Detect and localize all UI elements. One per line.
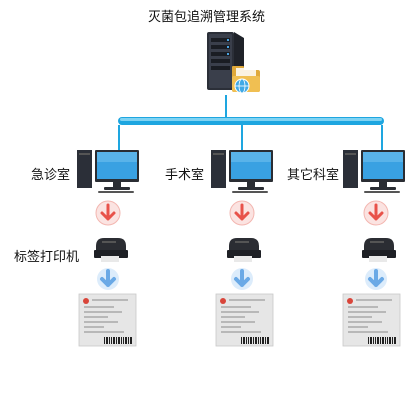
down-arrow-red-icon bbox=[229, 200, 255, 226]
dept-label-surgery: 手术室 bbox=[165, 168, 205, 183]
printed-label-sheet-icon bbox=[78, 293, 137, 347]
diagram-title: 灭菌包追溯管理系统 bbox=[147, 10, 265, 25]
label-printer-icon bbox=[94, 238, 128, 262]
printer-label: 标签打印机 bbox=[14, 250, 80, 265]
down-arrow-blue-icon bbox=[231, 268, 253, 290]
printed-label-sheet-icon bbox=[215, 293, 274, 347]
label-printer-icon bbox=[227, 238, 261, 262]
down-arrow-red-icon bbox=[363, 200, 389, 226]
down-arrow-red-icon bbox=[95, 200, 121, 226]
dept-label-emergency: 急诊室 bbox=[31, 168, 71, 183]
down-arrow-blue-icon bbox=[97, 268, 119, 290]
desktop-computer-icon bbox=[211, 150, 273, 193]
desktop-computer-icon bbox=[77, 150, 139, 193]
label-printer-icon bbox=[362, 238, 396, 262]
desktop-computer-icon bbox=[343, 150, 405, 193]
printed-label-sheet-icon bbox=[342, 293, 401, 347]
dept-label-other: 其它科室 bbox=[287, 168, 340, 183]
down-arrow-blue-icon bbox=[365, 268, 387, 290]
